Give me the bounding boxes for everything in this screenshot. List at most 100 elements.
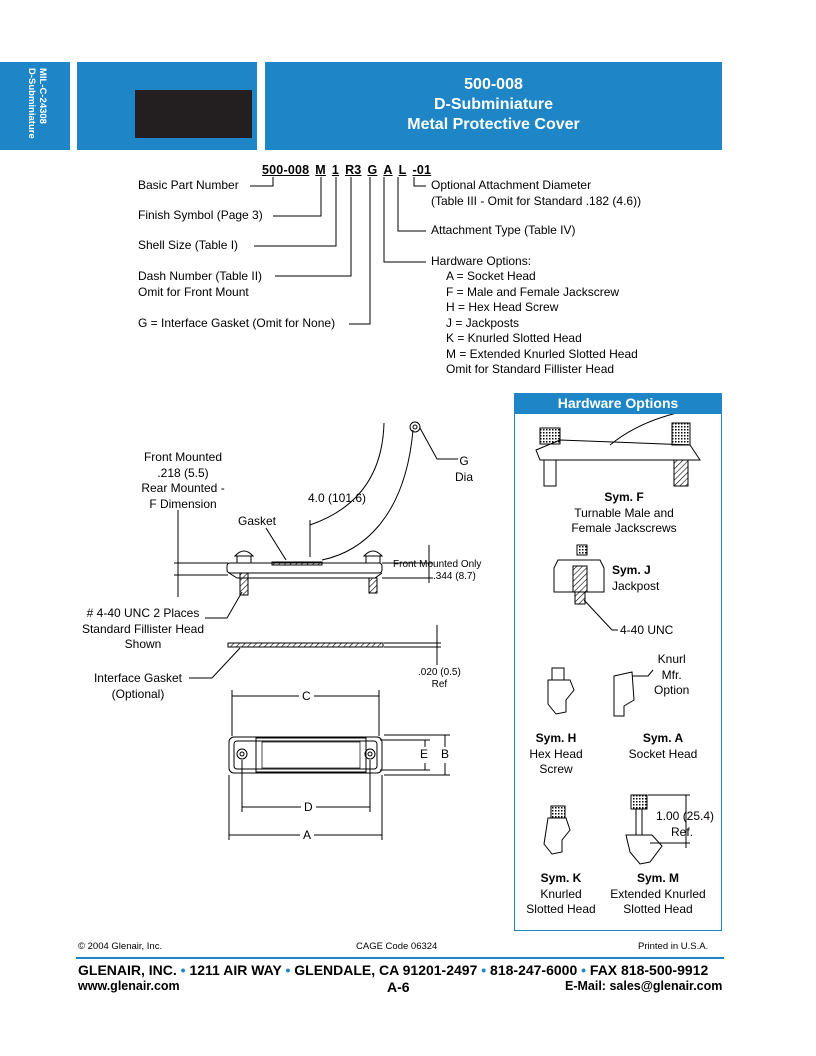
sym-k-desc2: Slotted Head [526, 902, 596, 916]
g-dia-label: G Dia [455, 454, 473, 485]
sym-j-label: Sym. J [612, 563, 651, 577]
hardware-list: A = Socket Head F = Male and Female Jack… [446, 269, 638, 378]
sym-m: Sym. M Extended Knurled Slotted Head [602, 871, 714, 918]
footer-rule [76, 957, 724, 959]
sym-m-dim-value: 1.00 (25.4) [656, 809, 715, 823]
sym-f-desc2: Female Jackscrews [571, 521, 677, 535]
dim-e: E [419, 747, 430, 763]
knurl-3: Option [654, 683, 690, 697]
thickness-dim: .020 (0.5) [418, 667, 461, 678]
footer-fax: FAX 818-500-9912 [589, 962, 709, 978]
sym-k-desc1: Knurled [540, 886, 582, 901]
footer-email[interactable]: E-Mail: sales@glenair.com [565, 979, 723, 993]
hw-f: F = Male and Female Jackscrew [446, 284, 620, 299]
footer-city: GLENDALE, CA 91201-2497 [294, 962, 478, 978]
callout-opt-dia-note: (Table III - Omit for Standard .182 (4.6… [431, 194, 642, 208]
pn-gasket: G [367, 163, 378, 177]
sym-h-desc2: Screw [539, 762, 573, 776]
header-title: Metal Protective Cover [407, 116, 580, 133]
sym-f-label: Sym. F [604, 490, 644, 504]
screw-note: # 4-40 UNC 2 Places Standard Fillister H… [68, 606, 218, 653]
pn-diameter: -01 [412, 163, 432, 177]
callout-gasket: G = Interface Gasket (Omit for None) [138, 316, 336, 330]
callout-dash: Dash Number (Table II) [138, 269, 263, 283]
pn-dash: R3 [345, 163, 362, 177]
callout-finish: Finish Symbol (Page 3) [138, 208, 263, 222]
screw-note-2: Standard Fillister Head [81, 621, 205, 636]
sym-f-desc1: Turnable Male and [574, 505, 674, 520]
front-mounted-line2: .218 (5.5) [157, 465, 209, 480]
footer-contact: GLENAIR, INC. • 1211 AIR WAY • GLENDALE,… [78, 962, 709, 978]
footer-address: 1211 AIR WAY [189, 962, 282, 978]
interface-gasket-1: Interface Gasket [93, 671, 183, 685]
hardware-options-title: Hardware Options [514, 393, 722, 414]
hw-m: M = Extended Knurled Slotted Head [446, 346, 638, 361]
hw-j: J = Jackposts [446, 315, 520, 330]
header-part: 500-008 [464, 76, 523, 93]
front-mounted-note: Front Mounted .218 (5.5) Rear Mounted - … [128, 450, 238, 512]
header-type: D-Subminiature [433, 96, 554, 113]
dim-c: C [299, 689, 314, 705]
hardware-options-box [514, 393, 722, 931]
hw-a: A = Socket Head [446, 269, 536, 283]
pn-basic: 500-008 [262, 163, 310, 177]
sym-m-desc2: Slotted Head [623, 902, 693, 916]
dia-label: Dia [455, 469, 474, 484]
printed-in: Printed in U.S.A. [638, 941, 709, 952]
dim-d: D [301, 800, 316, 816]
callout-shell: Shell Size (Table I) [138, 238, 239, 252]
cage-code: CAGE Code 06324 [356, 941, 438, 952]
sym-j-desc: Jackpost [612, 578, 660, 593]
interface-gasket-note: Interface Gasket (Optional) [88, 671, 188, 702]
page-number: A-6 [387, 979, 410, 995]
screw-note-1: # 4-40 UNC 2 Places [86, 606, 200, 620]
callout-opt-dia: Optional Attachment Diameter [431, 178, 592, 192]
sym-h-label: Sym. H [535, 731, 577, 745]
length-dim: 4.0 (101.6) [308, 491, 367, 505]
pn-hardware: A [383, 163, 393, 177]
sym-j: Sym. J Jackpost [612, 563, 659, 594]
front-only-note: Front Mounted Only [393, 559, 482, 570]
interface-gasket-2: (Optional) [111, 686, 165, 701]
footer-company: GLENAIR, INC. [78, 962, 177, 978]
gasket-label: Gasket [238, 514, 277, 528]
pn-finish: M [315, 163, 326, 177]
front-mounted-line1: Front Mounted [143, 450, 223, 464]
hw-h: H = Hex Head Screw [446, 300, 559, 314]
screw-note-3: Shown [124, 637, 162, 651]
sym-m-label: Sym. M [636, 871, 679, 885]
pn-size: 1 [331, 163, 340, 177]
sym-a-desc: Socket Head [628, 746, 698, 761]
callout-basic: Basic Part Number [138, 178, 239, 192]
knurl-note: Knurl Mfr. Option [654, 652, 689, 699]
pn-attachment: L [398, 163, 407, 177]
sym-m-dim-ref: Ref. [671, 824, 694, 839]
callout-dash-note: Omit for Front Mount [138, 285, 249, 299]
front-only-dim: .344 (8.7) [433, 571, 476, 582]
thickness-ref: Ref [431, 679, 448, 690]
thickness-note: .020 (0.5) Ref [418, 667, 461, 691]
sym-j-thread: 4-40 UNC [620, 623, 674, 637]
header-title-panel: 500-008 D-Subminiature Metal Protective … [265, 62, 722, 150]
sym-m-dim: 1.00 (25.4) Ref. [656, 809, 714, 840]
sym-k-label: Sym. K [540, 871, 582, 885]
footer-phone: 818-247-6000 [490, 962, 578, 978]
header-image-block [135, 90, 252, 138]
knurl-1: Knurl [657, 652, 686, 666]
dim-a: A [300, 828, 315, 844]
sym-a-label: Sym. A [642, 731, 684, 745]
sym-m-desc1: Extended Knurled [610, 886, 706, 901]
hw-std: Omit for Standard Fillister Head [446, 362, 615, 376]
sym-f: Sym. F Turnable Male and Female Jackscre… [554, 490, 694, 537]
front-mounted-line3: Rear Mounted - [141, 481, 225, 495]
sym-k: Sym. K Knurled Slotted Head [518, 871, 604, 918]
callout-hardware-title: Hardware Options: [431, 254, 532, 268]
g-label: G [459, 454, 469, 468]
sym-h: Sym. H Hex Head Screw [521, 731, 591, 778]
hw-k: K = Knurled Slotted Head [446, 331, 582, 345]
footer-web[interactable]: www.glenair.com [78, 979, 180, 993]
sym-a: Sym. A Socket Head [618, 731, 708, 762]
copyright: © 2004 Glenair, Inc. [78, 941, 163, 952]
